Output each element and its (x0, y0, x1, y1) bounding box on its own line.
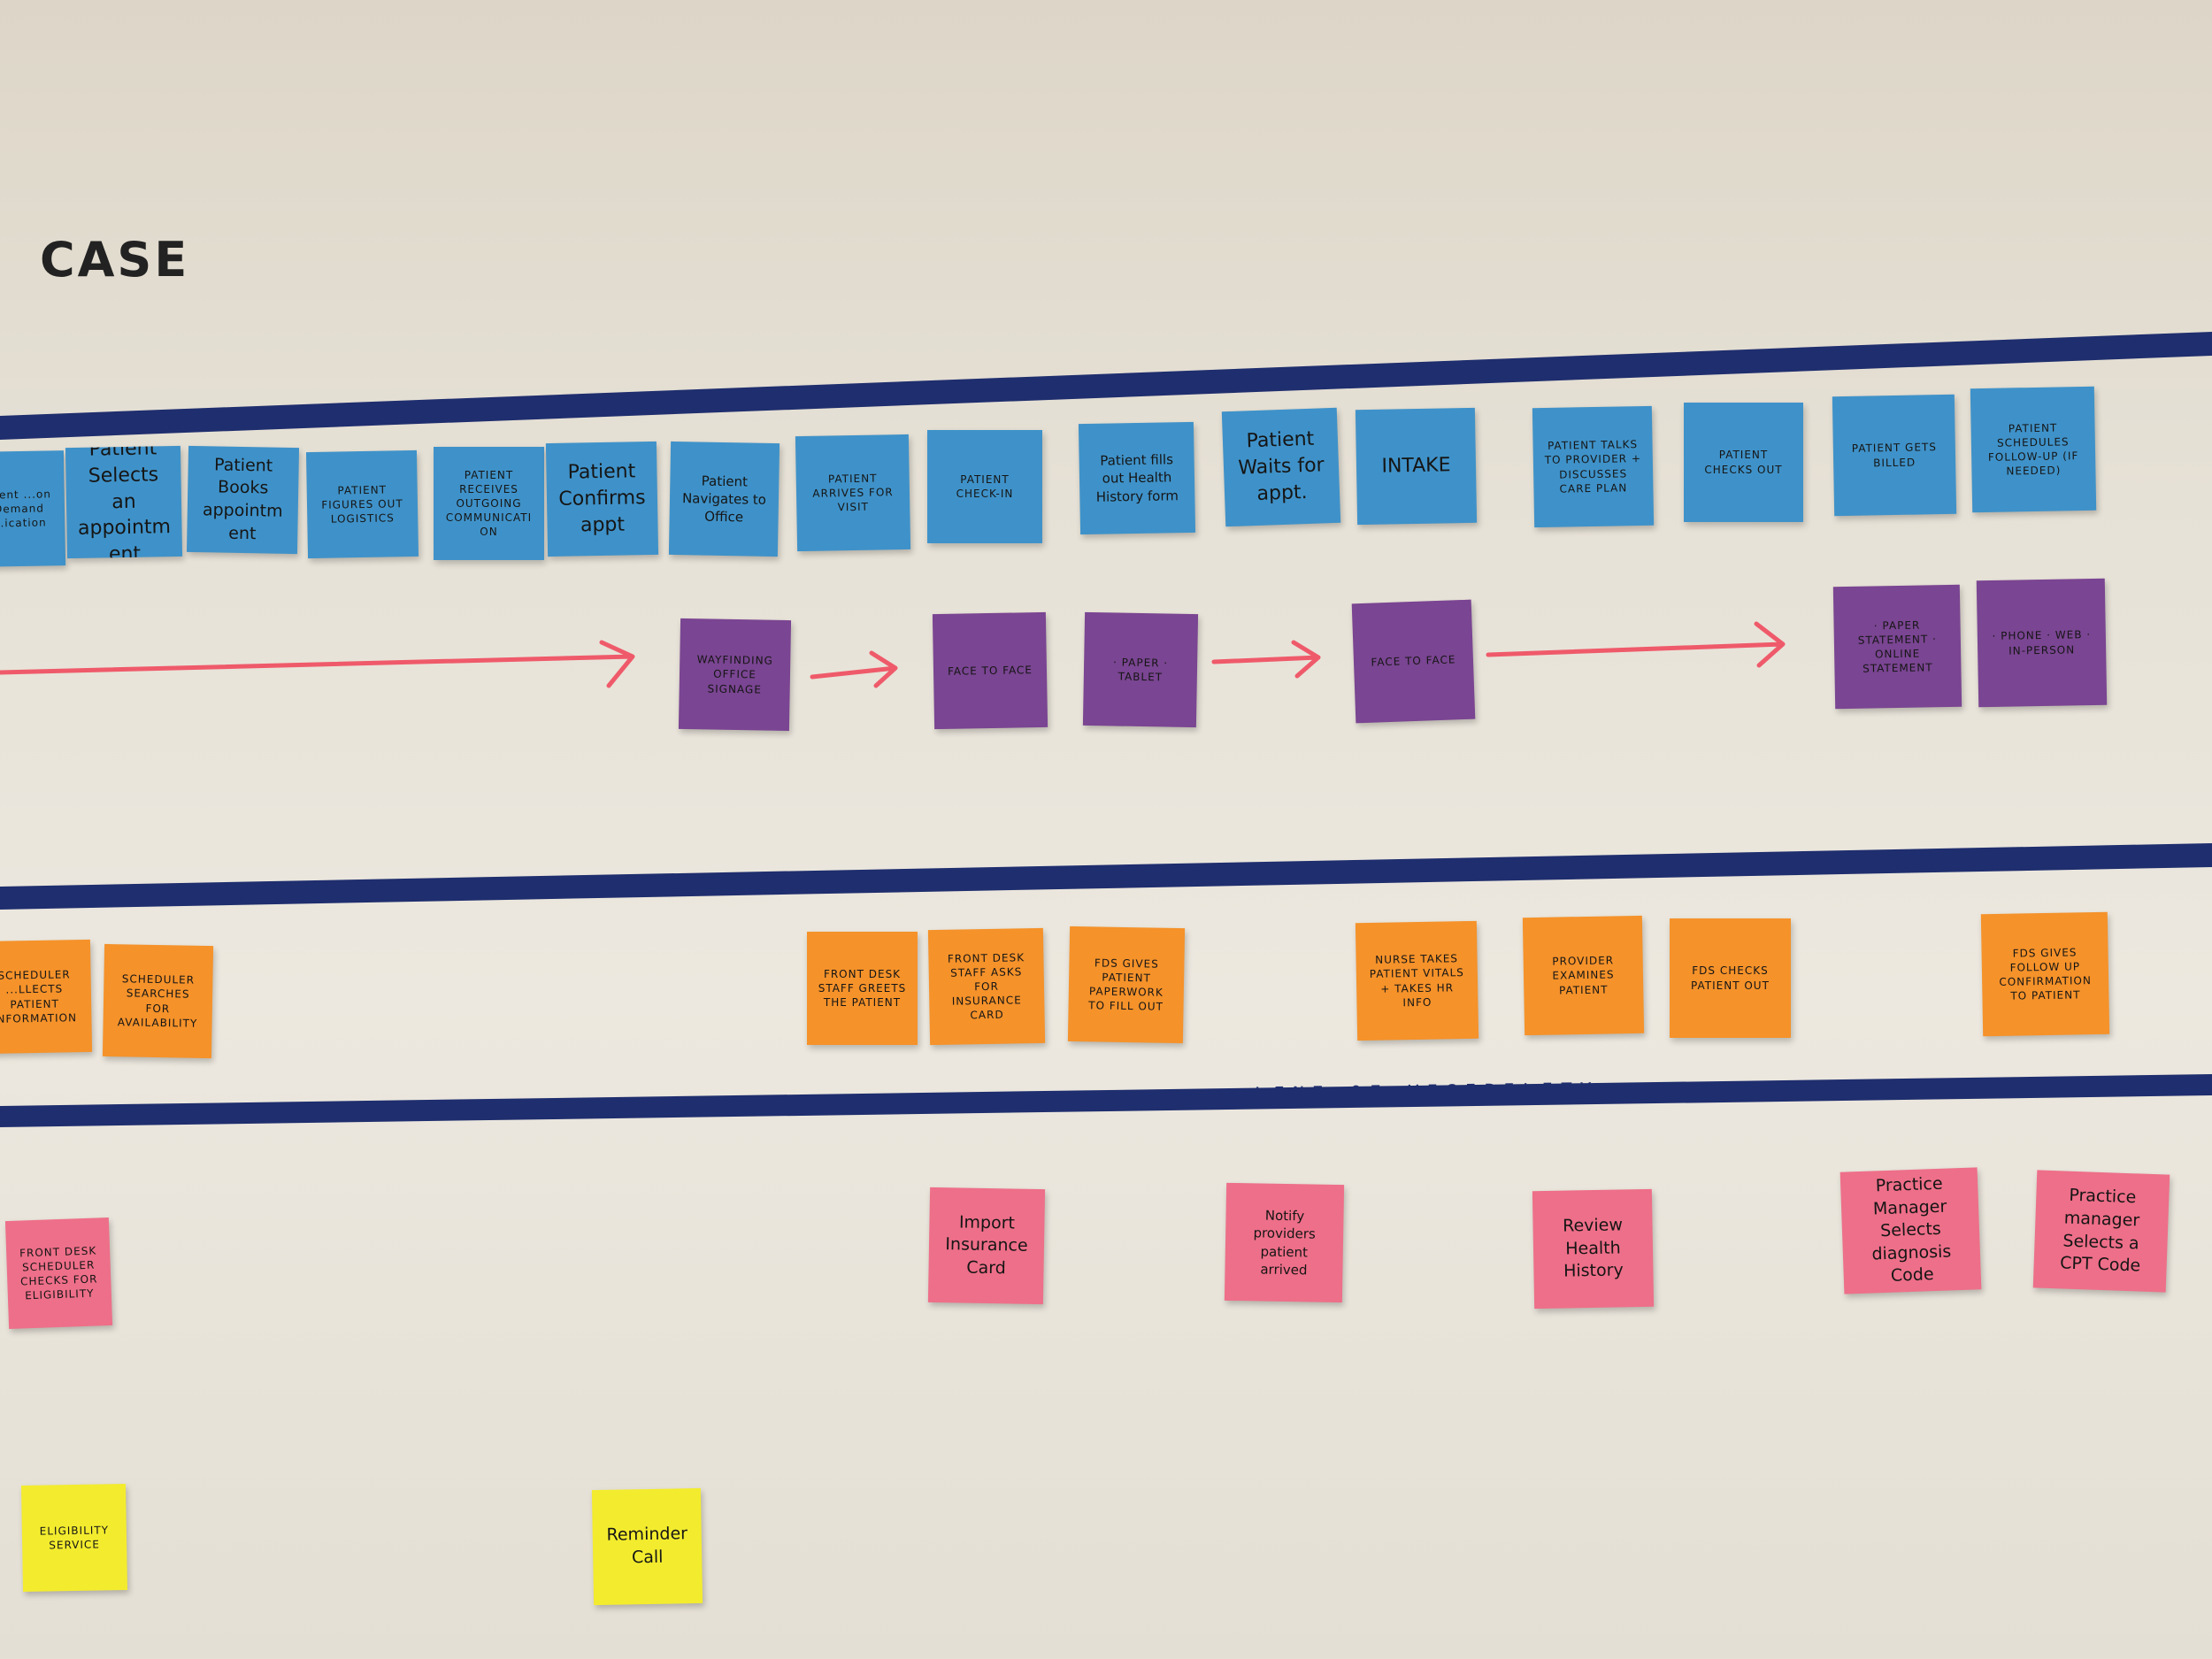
customer-action-note: Patient Navigates to Office (668, 441, 780, 557)
backstage-note: Review Health History (1532, 1188, 1655, 1310)
interaction-tape-line (0, 843, 2212, 910)
backstage-note: Practice manager Selects a CPT Code (2032, 1170, 2170, 1293)
frontstage-note: FRONT DESK STAFF GREETS THE PATIENT (807, 932, 918, 1045)
arrow-4 (1486, 621, 1786, 668)
frontstage-note: SCHEDULER ...LLECTS PATIENT INFORMATION (0, 939, 93, 1055)
support-note: Reminder Call (591, 1487, 703, 1606)
customer-action-note: PATIENT CHECKS OUT (1684, 403, 1803, 522)
arrow-3 (1211, 640, 1321, 679)
customer-action-note: PATIENT RECEIVES OUTGOING COMMUNICATION (434, 447, 544, 560)
customer-action-note: Patient Selects an appointment (65, 445, 183, 559)
touchpoint-note: · PAPER · TABLET (1082, 611, 1199, 728)
customer-action-note: PATIENT TALKS TO PROVIDER + DISCUSSES CA… (1532, 405, 1655, 528)
customer-action-note: PATIENT CHECK-IN (927, 430, 1042, 543)
touchpoint-note: · PHONE · WEB · IN-PERSON (1976, 578, 2108, 708)
customer-action-note: Patient Confirms appt (545, 441, 659, 557)
frontstage-note: PROVIDER EXAMINES PATIENT (1522, 915, 1645, 1036)
support-note: ELIGIBILITY SERVICE (20, 1483, 128, 1593)
frontstage-note: FDS GIVES FOLLOW UP CONFIRMATION TO PATI… (1980, 911, 2110, 1037)
customer-action-note: PATIENT GETS BILLED (1832, 394, 1957, 517)
backstage-note: Notify providers patient arrived (1224, 1182, 1345, 1303)
arrow-2 (810, 650, 898, 688)
frontstage-note: FDS CHECKS PATIENT OUT (1670, 918, 1791, 1038)
customer-action-note: INTAKE (1355, 407, 1478, 526)
customer-action-note: Patient Books appointment (186, 445, 300, 555)
board-title: CASE (40, 232, 190, 288)
frontstage-note: SCHEDULER SEARCHES FOR AVAILABILITY (102, 943, 214, 1059)
customer-action-note: Patient fills out Health History form (1078, 421, 1196, 535)
backstage-note: Practice Manager Selects diagnosis Code (1839, 1167, 1982, 1294)
visibility-tape-line (0, 1074, 2212, 1127)
frontstage-note: FRONT DESK STAFF ASKS FOR INSURANCE CARD (927, 927, 1046, 1046)
backstage-note: FRONT DESK SCHEDULER CHECKS FOR ELIGIBIL… (4, 1217, 113, 1330)
touchpoint-note: FACE TO FACE (1351, 599, 1476, 724)
customer-action-note: ...ent ...on Demand ...ication (0, 450, 66, 567)
customer-action-note: Patient Waits for appt. (1221, 407, 1341, 527)
customer-action-note: PATIENT SCHEDULES FOLLOW-UP (IF NEEDED) (1970, 386, 2097, 513)
frontstage-note: FDS GIVES PATIENT PAPERWORK TO FILL OUT (1067, 926, 1186, 1044)
customer-action-note: PATIENT ARRIVES FOR VISIT (795, 434, 911, 552)
backstage-note: Import Insurance Card (927, 1187, 1046, 1305)
customer-action-note: PATIENT FIGURES OUT LOGISTICS (305, 449, 419, 559)
frontstage-note: NURSE TAKES PATIENT VITALS + TAKES HR IN… (1355, 920, 1479, 1041)
touchpoint-note: FACE TO FACE (932, 611, 1048, 730)
top-tape-line (0, 332, 2212, 440)
touchpoint-note: WAYFINDING OFFICE SIGNAGE (678, 618, 792, 732)
touchpoint-note: · PAPER STATEMENT · ONLINE STATEMENT (1832, 584, 1962, 710)
arrow-1 (0, 640, 635, 688)
